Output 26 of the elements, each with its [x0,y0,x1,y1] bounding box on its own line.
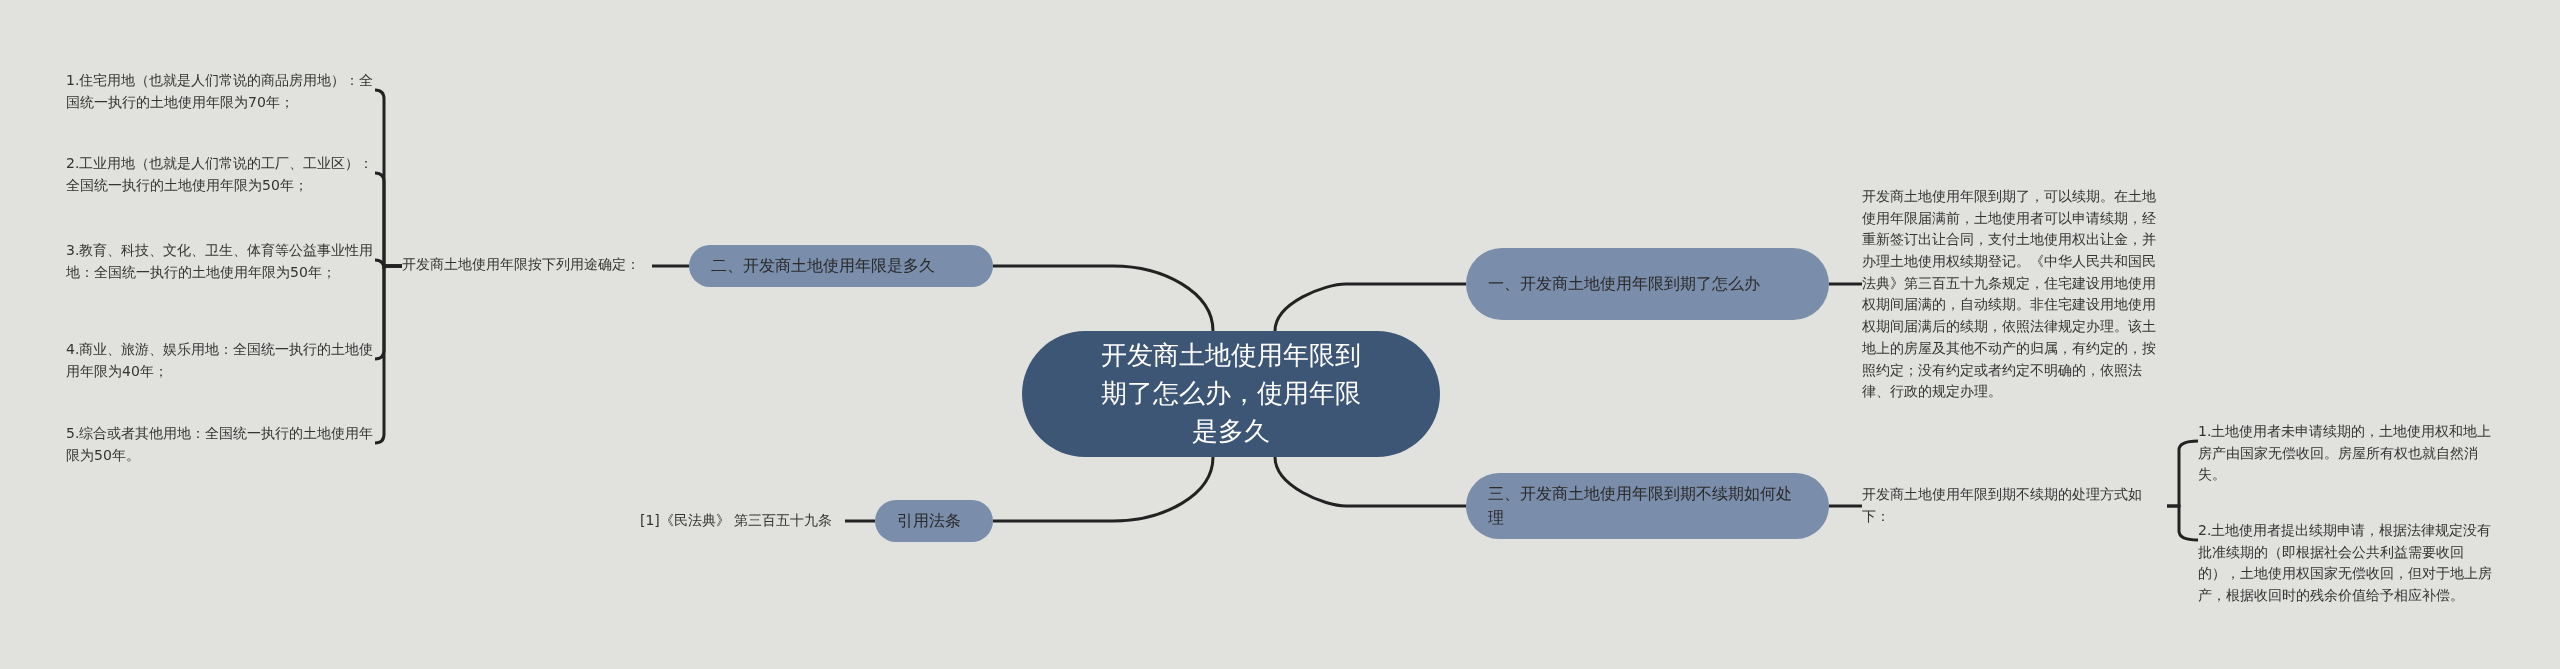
list-item-text: 1.土地使用者未申请续期的，土地使用权和地上房产由国家无偿收回。房屋所有权也就自然消失。 [2198,421,2504,487]
branch-topic-pill: 一、开发商土地使用年限到期了怎么办 [1466,248,1829,320]
list-item-text: 3.教育、科技、文化、卫生、体育等公益事业性用地：全国统一执行的土地使用年限为50年； [66,240,375,306]
connector-line [652,264,689,268]
branch-topic-pill: 三、开发商土地使用年限到期不续期如何处理 [1466,473,1829,539]
connector-line [374,264,402,445]
paragraph-text: 开发商土地使用年限到期了，可以续期。在土地使用年限届满前，土地使用者可以申请续期，经重新签订出让合同，支付土地使用权出让金，并办理土地使用权续期登记。《中华人民共和国民法典》第三百五十九条规定，住宅建设用地使用权期间届满的，自动续期。非住宅建设用地使用权期间届满后的续期，依照法律规定办理。该土地上的房屋及其他不动产的归属，有约定的，按照约定；没有约定或者约定不明确的，依照法律、行政的规定办理。 [1862,186,2162,403]
citation-text: [1]《民法典》 第三百五十九条 [640,510,845,534]
connector-line [993,456,1215,523]
connector-line [845,519,875,523]
connector-line [1829,282,1862,286]
list-item-text: 2.土地使用者提出续期申请，根据法律规定没有批准续期的（即根据社会公共利益需要收回的），土地使用权国家无偿收回，但对于地上房产，根据收回时的残余价值给予相应补偿。 [2198,520,2504,608]
list-item-text: 2.工业用地（也就是人们常说的工厂、工业区）：全国统一执行的土地使用年限为50年； [66,153,375,197]
branch-topic-pill: 引用法条 [875,500,993,542]
connector-line [1273,456,1466,508]
connector-line [1273,282,1466,332]
central-topic-pill: 开发商土地使用年限到期了怎么办，使用年限是多久 [1022,331,1440,457]
list-item-text: 5.综合或者其他用地：全国统一执行的土地使用年限为50年。 [66,423,375,467]
branch-topic-pill: 二、开发商土地使用年限是多久 [689,245,993,287]
list-item-text: 1.住宅用地（也就是人们常说的商品房用地）：全国统一执行的土地使用年限为70年； [66,70,375,114]
connector-line [993,264,1215,332]
list-item-text: 4.商业、旅游、娱乐用地：全国统一执行的土地使用年限为40年； [66,339,375,383]
connector-line [2167,504,2199,542]
connector-line [1829,504,1862,508]
subtopic-text: 开发商土地使用年限按下列用途确定： [402,254,652,278]
subtopic-text: 开发商土地使用年限到期不续期的处理方式如下： [1862,484,2167,528]
